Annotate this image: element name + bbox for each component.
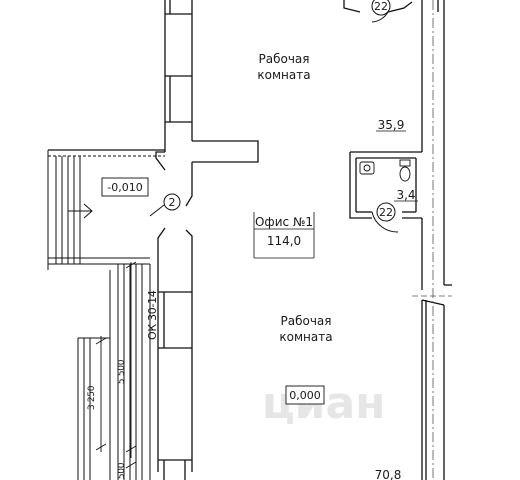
room-top-area: 35,9: [378, 118, 405, 132]
office-area: 114,0: [267, 234, 301, 248]
walls: [155, 0, 452, 480]
room-top-name-line2: комната: [257, 68, 310, 82]
svg-text:22: 22: [374, 0, 388, 13]
level-mark-inside: 0,000: [285, 385, 325, 405]
door-mark-wc: 22: [376, 202, 396, 222]
stair-porch: [47, 149, 165, 480]
svg-text:-0,010: -0,010: [107, 181, 142, 194]
svg-text:0,000: 0,000: [289, 389, 321, 402]
sink-icon: [359, 161, 375, 175]
axis-marker: 2: [149, 193, 181, 217]
room-bottom-name-line2: комната: [279, 330, 332, 344]
door-mark-top: 22: [371, 0, 391, 16]
office-name: Офис №1: [255, 215, 313, 229]
dimension-5500: 5 500: [117, 359, 127, 384]
toilet-icon: [399, 159, 411, 182]
room-bottom-name-line1: Рабочая: [281, 314, 332, 328]
svg-text:2: 2: [169, 196, 176, 209]
wc-area: 3,4: [396, 188, 415, 202]
dimension-3250: 3 250: [87, 385, 97, 410]
dimension-lines: [95, 261, 137, 469]
dimension-500: 500: [117, 462, 127, 479]
svg-text:22: 22: [379, 206, 393, 219]
room-bottom-area: 70,8: [375, 468, 402, 480]
window-mark: ОК 30-14: [146, 290, 159, 340]
level-mark-outside: -0,010: [101, 177, 149, 197]
room-top-name-line1: Рабочая: [259, 52, 310, 66]
